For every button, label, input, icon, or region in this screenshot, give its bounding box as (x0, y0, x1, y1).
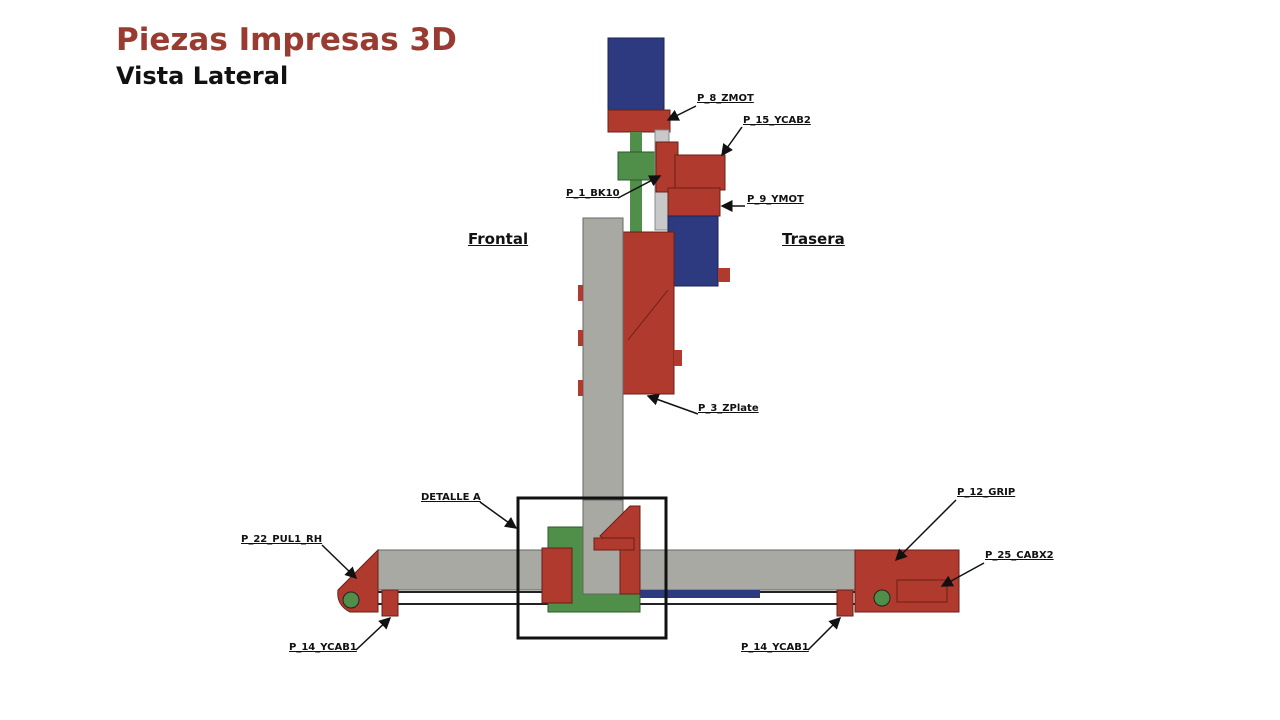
label-ycab1-right: P_14_YCAB1 (741, 642, 809, 653)
label-detalle-a: DETALLE A (421, 492, 481, 503)
bk10-part (617, 151, 657, 181)
ycab1-right-part (836, 589, 854, 617)
label-pul1: P_22_PUL1_RH (241, 534, 323, 545)
ymot-part (667, 187, 721, 217)
label-zplate: P_3_ZPlate (698, 403, 759, 414)
ycab1-left-part (381, 589, 399, 617)
rear-label: Trasera (782, 230, 845, 248)
ycab2-part (674, 154, 726, 191)
z-motor (607, 37, 665, 111)
label-ymot: P_9_YMOT (747, 194, 804, 205)
zmot-part (607, 109, 671, 133)
lead-screw (630, 132, 642, 232)
page-subtitle: Vista Lateral (116, 62, 289, 90)
page-title: Piezas Impresas 3D (116, 22, 457, 58)
grip-part (854, 549, 960, 613)
label-cabx2: P_25_CABX2 (985, 550, 1054, 561)
front-label: Frontal (468, 230, 529, 248)
zplate-part (621, 231, 675, 395)
pulley (342, 591, 360, 609)
leader-lines (321, 105, 985, 651)
detail-a-box (516, 496, 668, 640)
label-grip: P_12_GRIP (957, 487, 1016, 498)
y-motor (667, 215, 719, 287)
cabx2-part (896, 579, 948, 603)
label-zmot: P_8_ZMOT (697, 93, 754, 104)
label-bk10: P_1_BK10 (566, 188, 620, 199)
label-ycab1-left: P_14_YCAB1 (289, 642, 357, 653)
label-ycab2: P_15_YCAB2 (743, 115, 811, 126)
